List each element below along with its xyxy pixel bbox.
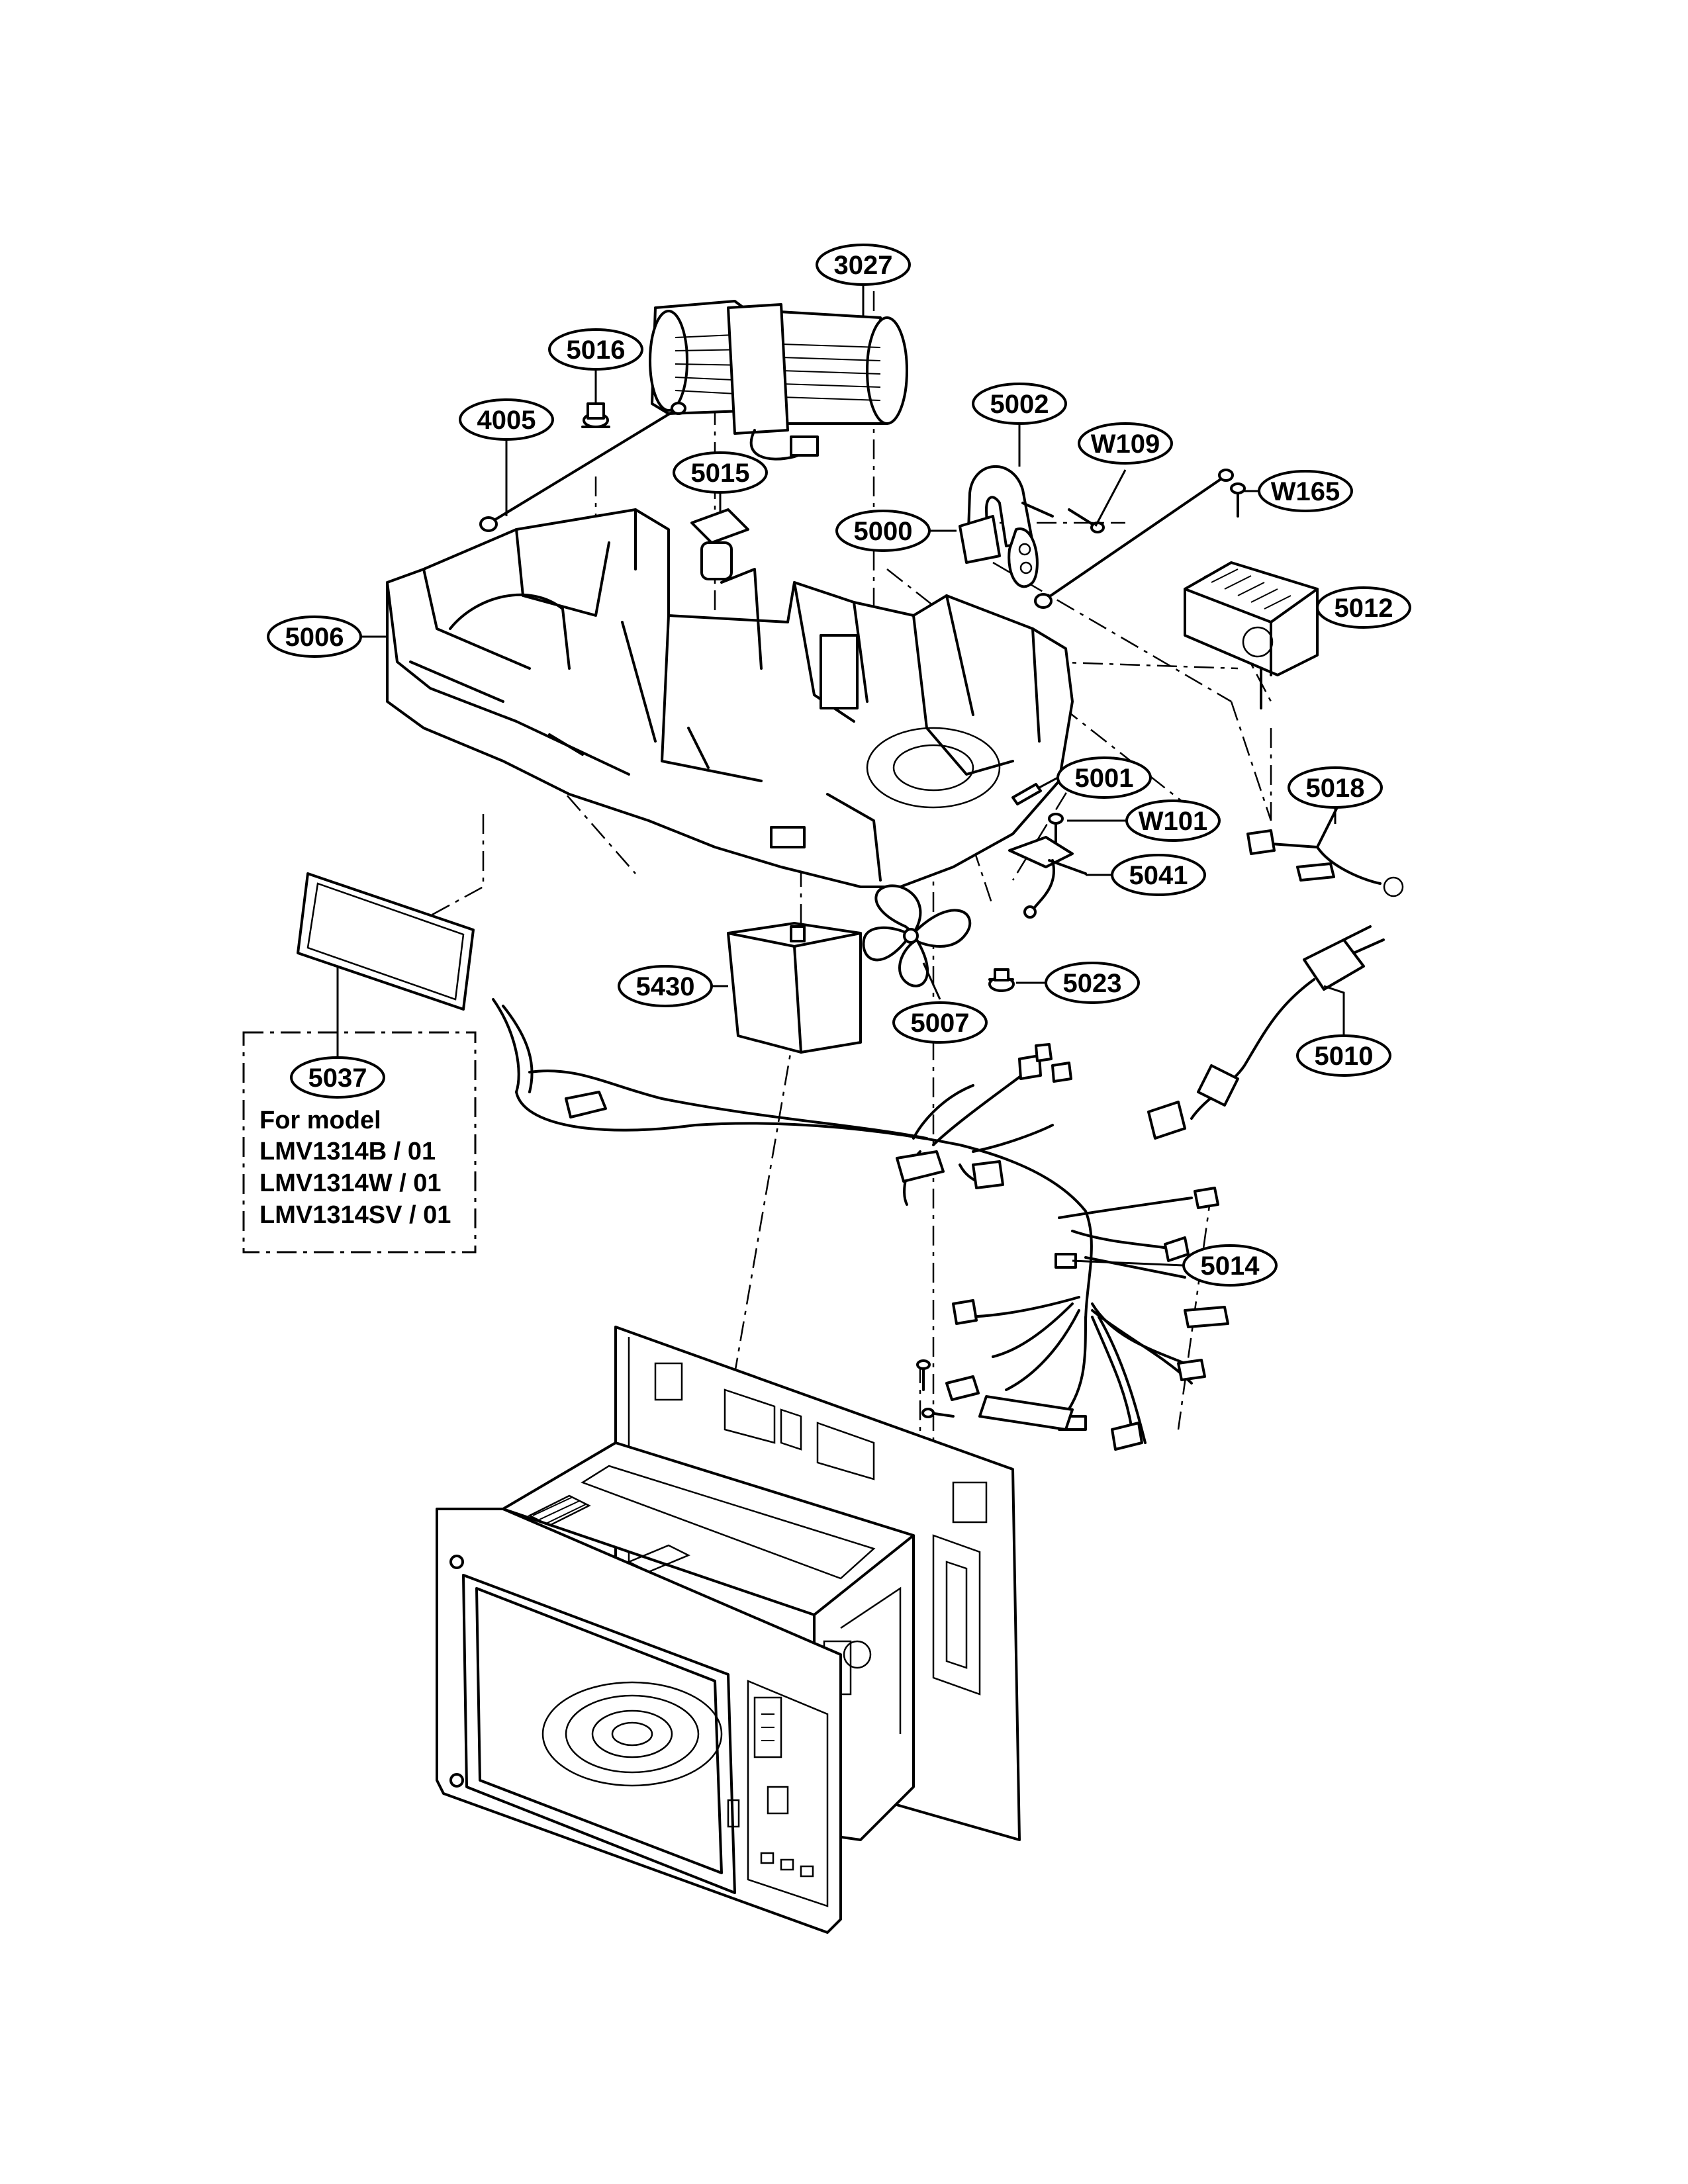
rod-right [1034,469,1234,609]
callout-label: W165 [1271,477,1340,506]
callout-bubble [1125,799,1221,842]
callout-bubble [290,1056,385,1099]
callout-5010: 5010 [1296,1034,1391,1077]
callout-label: W109 [1091,430,1160,459]
power-cord-5010 [1147,925,1385,1140]
callout-bubble [1078,422,1173,465]
callout-bubble [1111,854,1206,896]
callout-label: 5000 [854,517,913,546]
callout-label: 5007 [911,1009,970,1038]
callout-3027: 3027 [816,244,911,286]
callout-bubble [459,398,554,441]
callout-5012: 5012 [1316,586,1411,629]
wire-harness-5014 [492,998,1229,1451]
callout-label: 5016 [567,336,626,365]
callout-label: 5006 [285,623,344,652]
leader-lines [336,265,1345,1267]
callout-label: 3027 [834,251,893,280]
callout-5015: 5015 [673,451,768,494]
callout-5037: 5037 [290,1056,385,1099]
callout-bubble [1056,756,1152,799]
thermal-cutoff-5016 [581,402,610,428]
callout-5014: 5014 [1182,1244,1278,1287]
callout-bubble [972,383,1067,425]
callout-bubble [267,615,362,658]
model-note-line-3: LMV1314W / 01 [259,1169,442,1197]
callout-5006: 5006 [267,615,362,658]
screw-w165 [1230,482,1246,518]
callout-label: 5018 [1306,774,1365,803]
callout-label: 5041 [1129,861,1188,890]
callout-5041: 5041 [1111,854,1206,896]
callout-bubble [1316,586,1411,629]
callout-label: 5037 [308,1064,367,1093]
model-note-line-1: For model [259,1107,381,1134]
callout-label: 5010 [1315,1042,1374,1071]
component-5015 [690,508,749,580]
pin-5001 [1011,783,1042,805]
callout-label: 5430 [636,972,695,1001]
callout-5002: 5002 [972,383,1067,425]
fan-motor-5012 [1184,561,1319,709]
callout-bubble [1258,470,1353,512]
thermal-cutoff-5023 [988,968,1015,992]
callout-label: 5015 [691,459,750,488]
callout-w165: W165 [1258,470,1353,512]
lead-wire-5018 [1246,806,1404,897]
callout-label: 5002 [990,390,1049,419]
callout-5016: 5016 [548,328,643,371]
callout-bubble [1045,962,1140,1004]
callout-label: 5014 [1201,1251,1260,1281]
blower-motor-assembly [649,300,908,461]
callout-bubble [1288,766,1383,809]
duct-5430 [727,922,862,1054]
lamp-socket-assembly [959,465,1054,588]
model-note-line-4: LMV1314SV / 01 [259,1201,451,1229]
filter-5037 [297,872,475,1011]
oven-cavity [436,1326,1021,1934]
callout-5018: 5018 [1288,766,1383,809]
callout-5007: 5007 [892,1001,988,1044]
callout-label: W101 [1139,807,1208,836]
callout-label: 4005 [477,406,536,435]
rod-4005 [479,402,686,532]
callout-bubble [835,510,931,552]
callout-bubble [618,965,713,1007]
callout-bubble [673,451,768,494]
callout-bubble [1182,1244,1278,1287]
callout-bubble [816,244,911,286]
model-note-line-2: LMV1314B / 01 [259,1138,436,1165]
base-plate-5006 [386,508,1074,888]
model-note-box: For model LMV1314B / 01 LMV1314W / 01 LM… [242,1031,477,1253]
callout-5001: 5001 [1056,756,1152,799]
callout-5000: 5000 [835,510,931,552]
fan-blade-5007 [862,884,972,987]
callout-5023: 5023 [1045,962,1140,1004]
callout-bubble [892,1001,988,1044]
callout-5430: 5430 [618,965,713,1007]
callout-w109: W109 [1078,422,1173,465]
callout-bubble [1296,1034,1391,1077]
callout-label: 5023 [1063,969,1122,998]
harness-screws [916,1359,955,1418]
callout-label: 5001 [1075,764,1134,793]
callout-w101: W101 [1125,799,1221,842]
sensor-board-5041 [1008,836,1087,919]
callout-4005: 4005 [459,398,554,441]
callout-bubble [548,328,643,371]
callout-label: 5012 [1335,594,1393,623]
